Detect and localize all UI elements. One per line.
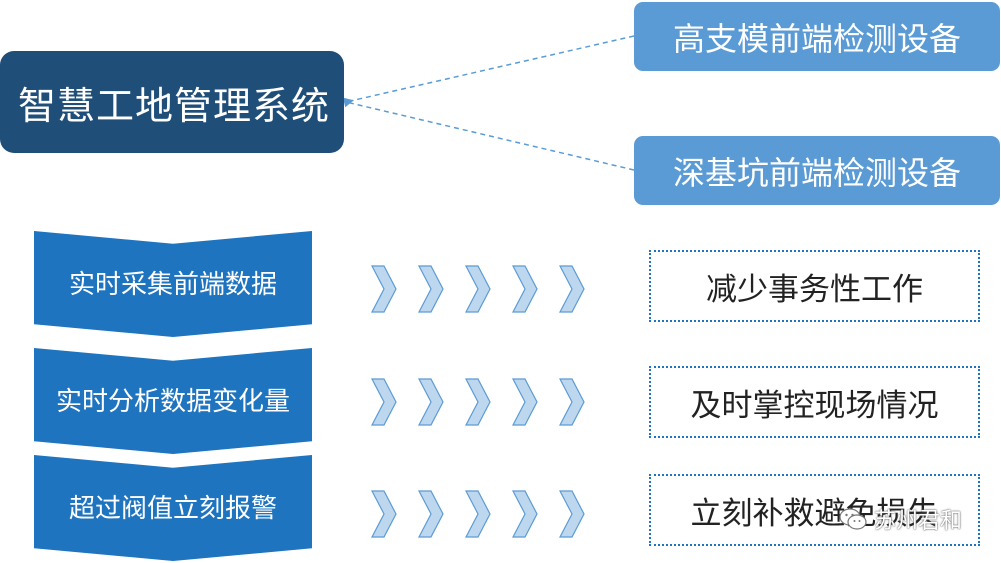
watermark-text: 苏州君和 [874, 509, 963, 534]
watermark: 苏州君和 [838, 502, 962, 536]
step-label: 实时采集前端数据 [68, 269, 277, 300]
chevron-right-icon [512, 490, 538, 538]
chevron-right-icon [418, 490, 444, 538]
arrow-row [370, 377, 585, 427]
system-label: 智慧工地管理系统 [17, 83, 330, 128]
chevron-right-icon [559, 265, 585, 313]
wechat-icon [839, 508, 867, 530]
chevron-right-icons [371, 265, 585, 313]
chevron-right-icon [418, 378, 444, 426]
step-threshold-alarm: 超过阀值立刻报警 [34, 455, 312, 561]
chevron-right-icon [559, 378, 585, 426]
chevron-right-icons [371, 490, 585, 538]
chevron-right-icon [512, 378, 538, 426]
step-analyze-data: 实时分析数据变化量 [34, 348, 312, 454]
device-label: 高支模前端检测设备 [672, 19, 961, 58]
chevron-right-icon [418, 265, 444, 313]
result-box: 减少事务性工作 [649, 250, 980, 322]
step-label: 实时分析数据变化量 [55, 386, 290, 417]
result-label: 减少事务性工作 [706, 271, 923, 308]
result-box: 及时掌控现场情况 [649, 366, 980, 438]
connector-device-1 [342, 35, 635, 108]
result-label: 及时掌控现场情况 [690, 387, 939, 424]
device-box-foundation-pit: 深基坑前端检测设备 [634, 136, 1000, 205]
chevron-right-icon [465, 490, 491, 538]
chevron-right-icon [371, 378, 397, 426]
result-box: 立刻补救避免损失 [649, 474, 980, 546]
chevron-right-icon [371, 490, 397, 538]
chevron-right-icon [559, 490, 585, 538]
result-label: 立刻补救避免损失 [690, 495, 939, 532]
chevron-right-icon [371, 265, 397, 313]
chevron-right-icon [465, 265, 491, 313]
chevron-right-icons [371, 378, 585, 426]
device-label: 深基坑前端检测设备 [672, 153, 961, 192]
device-box-formwork: 高支模前端检测设备 [634, 2, 1000, 71]
arrow-row [370, 489, 585, 539]
step-collect-data: 实时采集前端数据 [34, 231, 312, 337]
arrow-row [370, 264, 585, 314]
chevron-right-icon [465, 378, 491, 426]
chevron-right-icon [512, 265, 538, 313]
system-box: 智慧工地管理系统 [0, 51, 344, 153]
connector-device-2 [345, 101, 635, 171]
step-label: 超过阀值立刻报警 [68, 493, 277, 524]
